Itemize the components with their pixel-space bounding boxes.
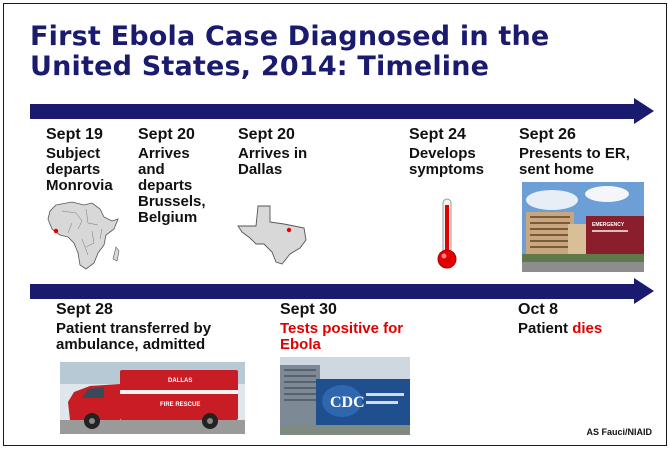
event-date: Sept 30 bbox=[280, 301, 337, 318]
event-desc: Tests positive for Ebola bbox=[280, 321, 460, 353]
event-sept30: Sept 30 Tests positive for Ebola bbox=[280, 301, 460, 353]
event-desc: Presents to ER, sent home bbox=[519, 145, 630, 178]
event-date: Sept 28 bbox=[56, 301, 113, 318]
thermometer-icon bbox=[437, 198, 457, 269]
event-desc: Develops symptoms bbox=[409, 145, 485, 178]
event-desc: Arrives and departs Brussels, Belgium bbox=[138, 145, 206, 226]
event-date: Sept 19 bbox=[46, 126, 103, 143]
event-desc: Arrives in Dallas bbox=[238, 145, 308, 178]
timeline-arrow-top bbox=[30, 98, 654, 124]
event-desc-red: dies bbox=[572, 320, 603, 337]
event-sept19: Sept 19 Subject departs Monrovia bbox=[46, 126, 136, 194]
event-desc: Patient dies bbox=[518, 321, 648, 337]
event-desc: Subject departs Monrovia bbox=[46, 145, 113, 194]
ambulance-photo: DALLAS FIRE RESCUE bbox=[60, 362, 245, 434]
timeline-arrow-bottom bbox=[30, 278, 654, 304]
event-date: Sept 26 bbox=[519, 126, 576, 143]
cdc-photo: CDC bbox=[280, 357, 410, 435]
credit-text: AS Fauci/NIAID bbox=[586, 427, 652, 437]
event-sept28: Sept 28 Patient transferred by ambulance… bbox=[56, 301, 276, 353]
africa-map-icon bbox=[47, 201, 120, 270]
event-sept20-brussels: Sept 20 Arrives and departs Brussels, Be… bbox=[138, 126, 228, 226]
event-oct8: Oct 8 Patient dies bbox=[518, 301, 648, 337]
event-sept24: Sept 24 Develops symptoms bbox=[409, 126, 514, 178]
slide-title: First Ebola Case Diagnosed in the United… bbox=[30, 21, 550, 82]
ambulance-text-2: FIRE RESCUE bbox=[160, 402, 200, 408]
event-date: Sept 24 bbox=[409, 126, 466, 143]
ambulance-text-1: DALLAS bbox=[168, 378, 192, 384]
hospital-sign-text: EMERGENCY bbox=[592, 222, 625, 228]
cdc-logo-text: CDC bbox=[330, 394, 365, 411]
event-date: Sept 20 bbox=[138, 126, 195, 143]
event-sept26: Sept 26 Presents to ER, sent home bbox=[519, 126, 659, 178]
slide: First Ebola Case Diagnosed in the United… bbox=[3, 3, 667, 446]
hospital-photo: EMERGENCY bbox=[522, 182, 644, 272]
event-sept20-dallas: Sept 20 Arrives in Dallas bbox=[238, 126, 348, 178]
texas-map-icon bbox=[237, 205, 307, 265]
event-date: Oct 8 bbox=[518, 301, 559, 318]
event-date: Sept 20 bbox=[238, 126, 295, 143]
event-desc-prefix: Patient bbox=[518, 320, 573, 337]
event-desc: Patient transferred by ambulance, admitt… bbox=[56, 320, 212, 353]
event-desc-red: Tests positive for Ebola bbox=[280, 320, 404, 353]
